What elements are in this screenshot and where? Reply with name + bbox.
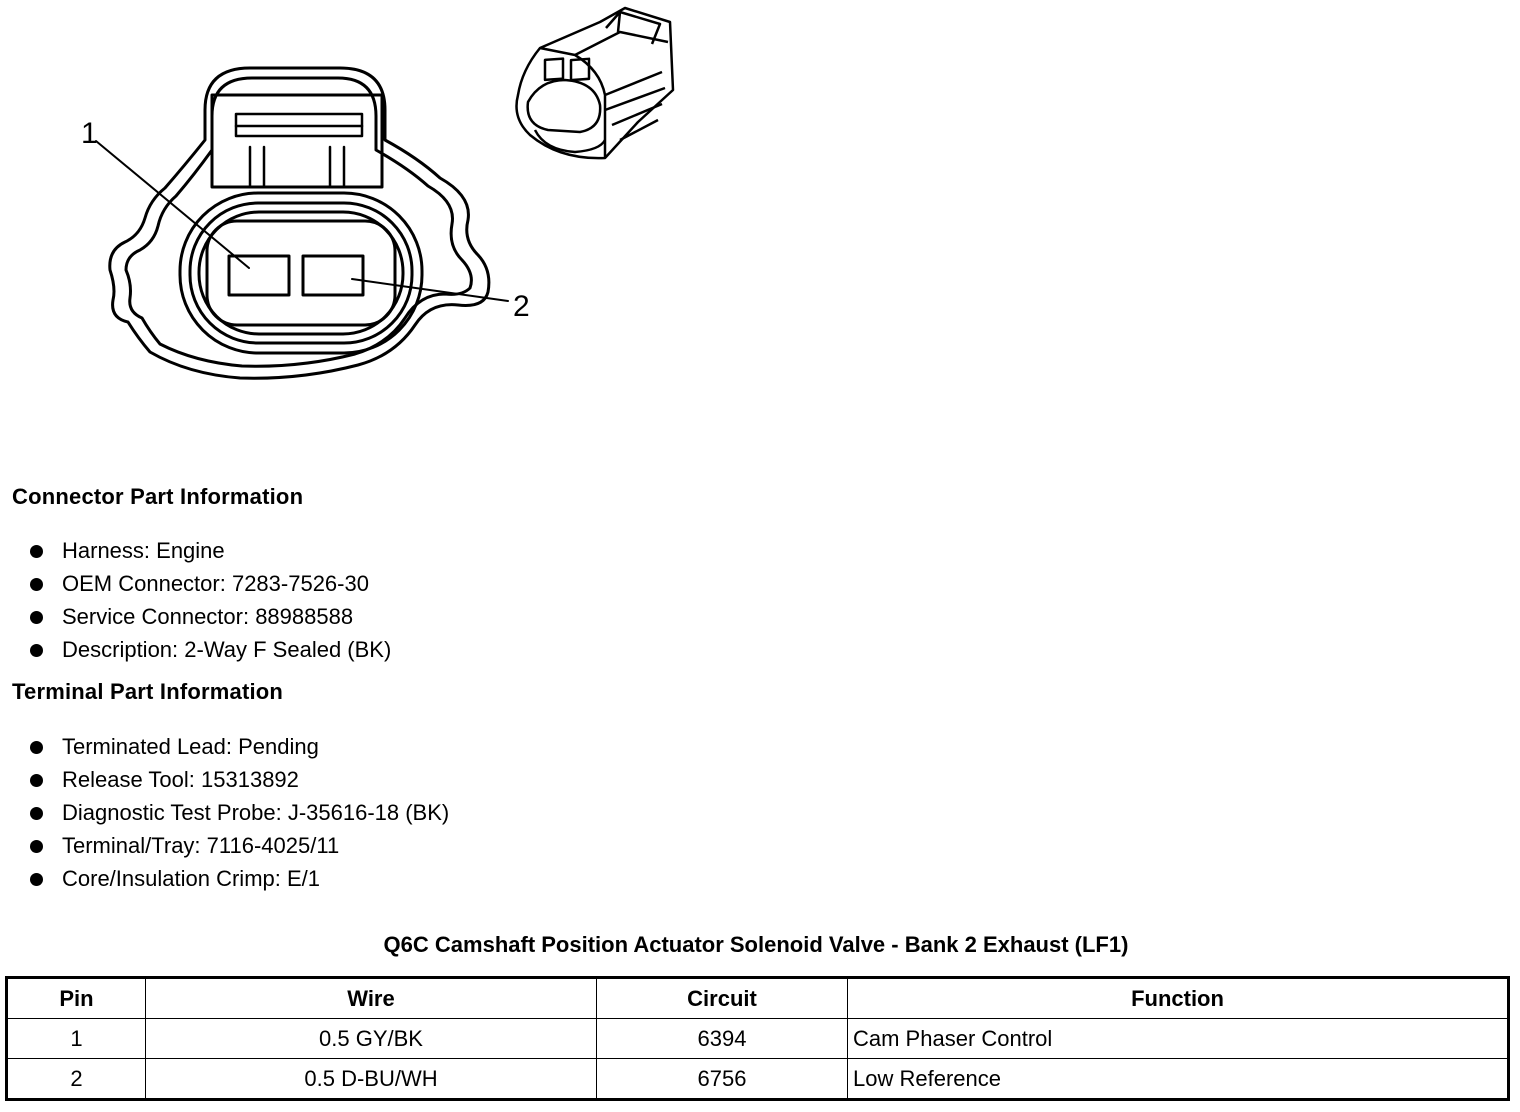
housing-inner-outline — [124, 76, 473, 368]
bullet-icon — [30, 840, 43, 853]
list-item: Diagnostic Test Probe: J-35616-18 (BK) — [28, 798, 449, 831]
seal-ring-2 — [188, 201, 414, 345]
list-item-text: Core/Insulation Crimp: E/1 — [62, 866, 320, 891]
bullet-icon — [30, 578, 43, 591]
connector-diagram: 1 2 — [81, 6, 675, 380]
column-header-pin: Pin — [6, 977, 146, 1019]
list-item-text: Terminated Lead: Pending — [62, 734, 319, 759]
terminal-part-info-list: Terminated Lead: Pending Release Tool: 1… — [28, 732, 449, 897]
list-item-text: Description: 2-Way F Sealed (BK) — [62, 637, 392, 662]
connector-part-info-heading: Connector Part Information — [12, 484, 304, 509]
pinout-table: Pin Wire Circuit Function 1 0.5 GY/BK 63… — [5, 976, 1510, 1101]
connector-part-info-list: Harness: Engine OEM Connector: 7283-7526… — [28, 536, 391, 668]
list-item-text: Release Tool: 15313892 — [62, 767, 299, 792]
list-item: Release Tool: 15313892 — [28, 765, 449, 798]
seal-ring-3 — [197, 210, 405, 336]
terminal-part-info-heading: Terminal Part Information — [12, 679, 284, 704]
pin-label-1: 1 — [81, 117, 98, 150]
bullet-icon — [30, 644, 43, 657]
bullet-icon — [30, 807, 43, 820]
table-row: 1 0.5 GY/BK 6394 Cam Phaser Control — [6, 1018, 1509, 1059]
latch-tab — [210, 93, 384, 189]
leader-line-1 — [95, 140, 250, 269]
list-item: Harness: Engine — [28, 536, 391, 569]
column-header-wire: Wire — [145, 977, 597, 1019]
housing-outline — [108, 66, 491, 380]
connector-isometric-view — [515, 6, 675, 160]
cell-function: Cam Phaser Control — [847, 1018, 1509, 1059]
list-item-text: Diagnostic Test Probe: J-35616-18 (BK) — [62, 800, 450, 825]
list-item-text: Service Connector: 88988588 — [62, 604, 354, 629]
bullet-icon — [30, 545, 43, 558]
cell-pin: 1 — [6, 1018, 146, 1059]
bullet-icon — [30, 741, 43, 754]
seal-ring-outer — [178, 191, 424, 355]
column-header-circuit: Circuit — [596, 977, 848, 1019]
list-item-text: Terminal/Tray: 7116-4025/11 — [62, 833, 340, 858]
cell-function: Low Reference — [847, 1058, 1509, 1100]
table-row: 2 0.5 D-BU/WH 6756 Low Reference — [6, 1058, 1509, 1100]
list-item: Terminated Lead: Pending — [28, 732, 449, 765]
column-header-function: Function — [847, 977, 1509, 1019]
list-item: OEM Connector: 7283-7526-30 — [28, 569, 391, 602]
pin-label-2: 2 — [513, 290, 530, 323]
cell-wire: 0.5 D-BU/WH — [145, 1058, 597, 1100]
list-item: Description: 2-Way F Sealed (BK) — [28, 635, 391, 668]
list-item-text: Harness: Engine — [62, 538, 225, 563]
list-item: Terminal/Tray: 7116-4025/11 — [28, 831, 449, 864]
bullet-icon — [30, 873, 43, 886]
bullet-icon — [30, 774, 43, 787]
terminal-cavity-1 — [227, 254, 291, 297]
cell-wire: 0.5 GY/BK — [145, 1018, 597, 1059]
cell-circuit: 6394 — [596, 1018, 848, 1059]
cell-circuit: 6756 — [596, 1058, 848, 1100]
seal-ring-inner — [205, 219, 397, 327]
cell-pin: 2 — [6, 1058, 146, 1100]
list-item-text: OEM Connector: 7283-7526-30 — [62, 571, 369, 596]
leader-line-2 — [351, 278, 509, 302]
list-item: Service Connector: 88988588 — [28, 602, 391, 635]
terminal-cavity-2 — [301, 254, 365, 297]
table-header-row: Pin Wire Circuit Function — [6, 977, 1509, 1019]
list-item: Core/Insulation Crimp: E/1 — [28, 864, 449, 897]
pinout-table-caption: Q6C Camshaft Position Actuator Solenoid … — [383, 932, 1129, 957]
bullet-icon — [30, 611, 43, 624]
